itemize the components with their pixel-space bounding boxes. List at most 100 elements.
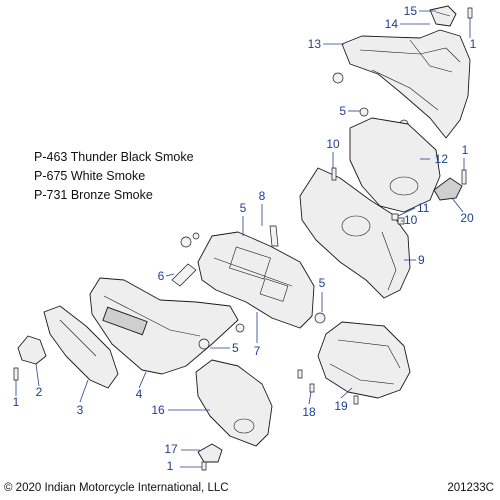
callout-19: 19: [334, 387, 353, 413]
part-4-outer-fairing: [89, 277, 239, 375]
callout-8: 8: [259, 189, 266, 226]
part-4-vent: [102, 306, 148, 336]
part-20-cap: [433, 177, 463, 201]
callout-number: 5: [339, 104, 346, 118]
callout-1: 1: [462, 143, 469, 170]
callout-number: 14: [385, 17, 399, 31]
part-13-upper-inner-fairing: [341, 29, 471, 139]
callout-number: 10: [326, 137, 340, 151]
callout-18: 18: [302, 391, 316, 419]
drawing-number: 201233C: [447, 482, 494, 494]
callout-5: 5: [339, 104, 360, 118]
part-10-bolt-b: [397, 217, 405, 225]
callout-10: 10: [401, 213, 418, 227]
part-8-bracket: [269, 225, 279, 247]
callout-leader-line: [308, 391, 312, 405]
color-note-3: P-731 Bronze Smoke: [34, 188, 153, 202]
grommet-5-right: [314, 312, 326, 324]
callout-number: 5: [319, 276, 326, 290]
callout-9: 9: [404, 253, 425, 267]
grommet-5-c: [235, 323, 245, 333]
part-17-clip: [197, 443, 223, 463]
callout-leader-line: [138, 371, 147, 389]
callout-number: 1: [470, 37, 477, 51]
callout-number: 13: [308, 37, 322, 51]
callout-number: 1: [167, 459, 174, 473]
callout-13: 13: [308, 37, 344, 51]
callout-leader-line: [79, 379, 89, 403]
part-2-small-trim: [17, 335, 47, 365]
part-19-screw: [353, 395, 359, 405]
part-10-bolt-a: [331, 167, 337, 181]
callout-number: 18: [302, 405, 316, 419]
part-15-clip: [429, 5, 457, 27]
callout-5: 5: [240, 201, 247, 236]
callout-15: 15: [404, 4, 436, 18]
part-1-screw-left: [13, 367, 19, 381]
callout-number: 16: [151, 403, 165, 417]
callout-number: 15: [404, 4, 418, 18]
callout-number: 1: [13, 395, 20, 409]
callout-10: 10: [326, 137, 340, 168]
callout-1: 1: [167, 459, 202, 473]
part-9-lower-side-panel: [299, 167, 411, 299]
nut-5-left: [192, 232, 200, 240]
callout-17: 17: [164, 442, 200, 456]
grommet-upper: [332, 72, 344, 84]
grommet-5-top: [359, 107, 369, 117]
callout-leader-line: [397, 207, 416, 217]
color-note-2: P-675 White Smoke: [34, 169, 146, 183]
callout-number: 2: [36, 385, 43, 399]
callout-3: 3: [77, 379, 89, 417]
callout-number: 19: [334, 399, 348, 413]
callout-number: 9: [418, 253, 425, 267]
callout-4: 4: [136, 371, 147, 401]
callout-1: 1: [469, 18, 477, 51]
callout-11: 11: [397, 201, 430, 217]
color-note-1: P-463 Thunder Black Smoke: [34, 150, 194, 164]
callout-number: 4: [136, 387, 143, 401]
part-1-screw-top: [467, 7, 473, 19]
callout-number: 5: [240, 201, 247, 215]
part-6-label: [171, 263, 197, 287]
part-1-screw-right: [461, 169, 467, 185]
callout-number: 12: [435, 152, 449, 166]
fairing-parts-drawing: [13, 5, 473, 471]
callout-5: 5: [210, 341, 239, 355]
callout-1: 1: [13, 380, 20, 409]
callout-number: 20: [460, 211, 474, 225]
copyright-text: © 2020 Indian Motorcycle International, …: [4, 482, 229, 494]
callout-2: 2: [35, 363, 43, 399]
callout-leader-line: [35, 363, 40, 387]
part-18-screw-b: [309, 383, 315, 393]
callout-number: 7: [254, 344, 261, 358]
grommet-5-left: [180, 236, 192, 248]
callout-16: 16: [151, 403, 210, 417]
callout-number: 11: [417, 201, 430, 215]
callout-number: 17: [164, 442, 178, 456]
callout-number: 3: [77, 403, 84, 417]
callout-number: 8: [259, 189, 266, 203]
callout-20: 20: [451, 197, 474, 225]
callout-7: 7: [254, 312, 261, 358]
callout-leader-line: [451, 197, 464, 213]
callout-number: 10: [404, 213, 418, 227]
part-3-lower-panel: [43, 305, 119, 389]
callout-leader-line: [165, 273, 175, 277]
callout-leader-line: [340, 387, 353, 399]
part-18-screw-a: [297, 369, 303, 379]
callout-number: 1: [462, 143, 469, 157]
part-7-inner-frame: [197, 231, 315, 329]
callout-12: 12: [420, 152, 448, 166]
callout-number: 5: [232, 341, 239, 355]
part-19-housing: [317, 321, 411, 399]
part-16-lower-cover: [195, 359, 273, 447]
part-11-bolt: [391, 213, 399, 221]
grommet-5-lower: [198, 338, 210, 350]
callout-5: 5: [319, 276, 326, 312]
callout-number: 6: [158, 269, 165, 283]
part-1-screw-bottom: [201, 461, 207, 471]
